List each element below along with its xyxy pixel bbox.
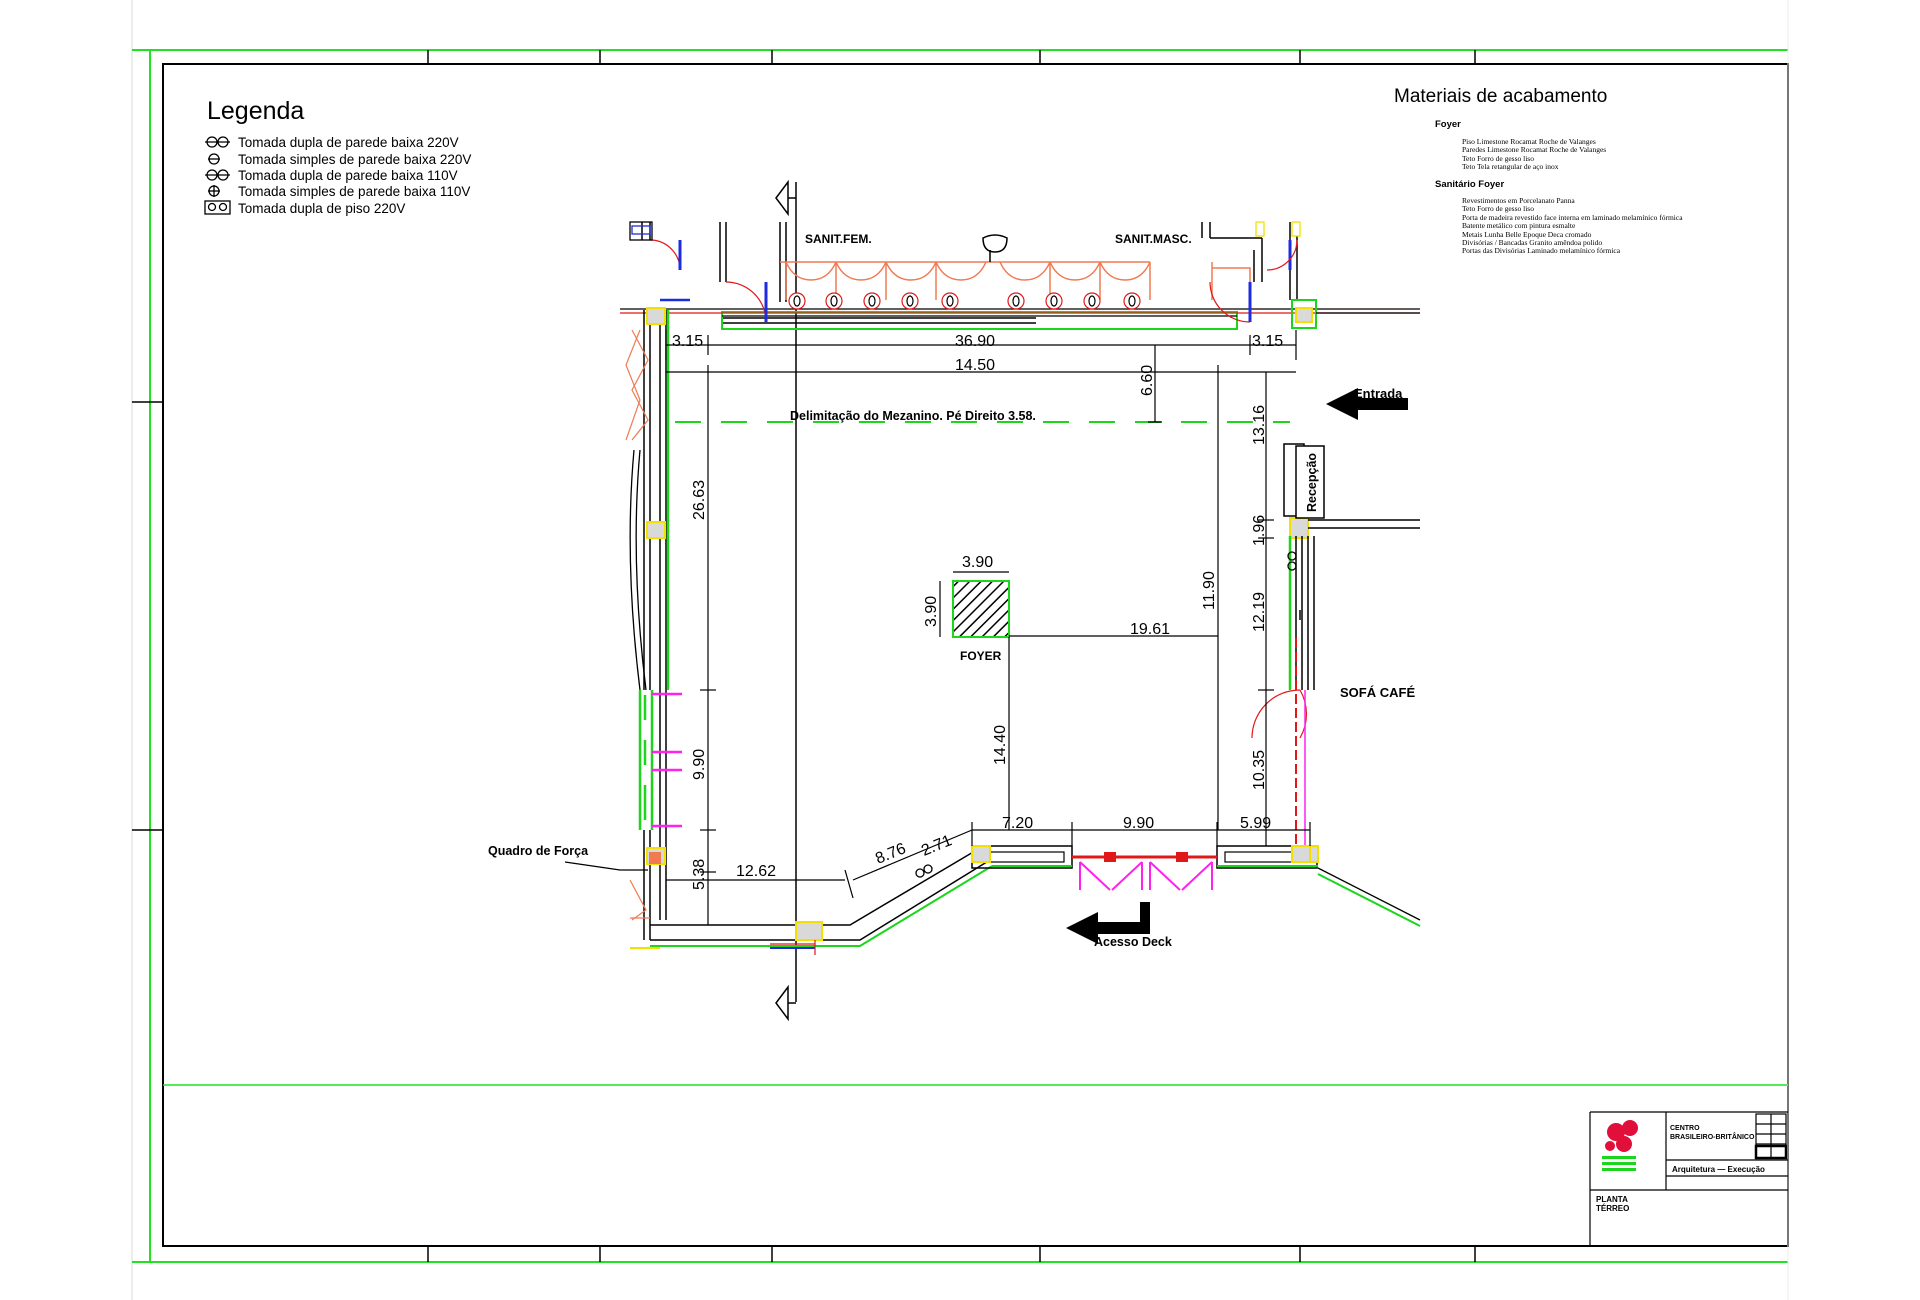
dimension-label: 9.90 xyxy=(691,749,708,780)
materials-line: Teto Forro de gesso liso xyxy=(1462,154,1534,163)
dimension-label: 3.15 xyxy=(1252,333,1283,350)
dimension-label: 26.63 xyxy=(691,480,708,520)
wall-outlet-icon xyxy=(1287,551,1297,571)
materials-line: Teto Tela retangular de aço inox xyxy=(1462,162,1559,171)
materials-line: Paredes Limestone Rocamat Roche de Valan… xyxy=(1462,145,1606,154)
materials-line: Portas das Divisórias Laminado melamínic… xyxy=(1462,246,1621,255)
double-outlet-110v-icon xyxy=(205,169,230,181)
mezzanine-label: Delimitação do Mezanino. Pé Direito 3.58… xyxy=(790,409,1036,423)
double-outlet-220v-icon xyxy=(205,136,230,148)
materials-line: Teto Forro de gesso liso xyxy=(1462,204,1534,213)
quadro-label: Quadro de Força xyxy=(488,844,589,858)
dimension-label: 12.19 xyxy=(1251,592,1268,632)
dimension-label: 3.90 xyxy=(923,596,940,627)
dimension-label: 3.90 xyxy=(962,554,993,571)
materials-line: Piso Limestone Rocamat Roche de Valanges xyxy=(1462,137,1596,146)
drawing-name: TÉRREO xyxy=(1596,1204,1629,1213)
floor-plan: SANIT.FEM. SANIT.MASC. xyxy=(488,179,1421,1022)
dimension-label: 14.50 xyxy=(955,357,995,374)
single-outlet-220v-icon xyxy=(208,153,220,165)
dimension-label: 19.61 xyxy=(1130,621,1170,638)
client-name: CENTRO xyxy=(1670,1125,1700,1132)
dimension-label: 6.60 xyxy=(1139,365,1156,396)
legend-item: Tomada simples de parede baixa 220V xyxy=(238,152,471,167)
dimension-label: 9.90 xyxy=(1123,815,1154,832)
materials-line: Divisórias / Bancadas Granito amêndoa po… xyxy=(1462,238,1602,247)
arrow-left-icon xyxy=(1066,902,1150,944)
discipline-label: Arquitetura — Execução xyxy=(1672,1165,1765,1174)
restroom-block: SANIT.FEM. SANIT.MASC. xyxy=(620,221,1420,330)
materials-heading: Sanitário Foyer xyxy=(1435,179,1504,190)
entrada-label: Entrada xyxy=(1354,386,1403,401)
dimension-label: 12.62 xyxy=(736,863,776,880)
drawing-name: PLANTA xyxy=(1596,1195,1628,1204)
materials-heading: Foyer xyxy=(1435,119,1461,130)
sink-icon xyxy=(982,234,1008,262)
floor-outlet-220v-icon xyxy=(204,200,231,215)
bottom-wall xyxy=(630,847,993,955)
single-outlet-110v-icon xyxy=(208,185,220,197)
materials-line: Revestimentos em Porcelanato Panna xyxy=(1462,196,1575,205)
dimension-label: 13.16 xyxy=(1251,405,1268,445)
central-column xyxy=(952,580,1010,638)
dimensions xyxy=(665,330,1311,925)
legend-title: Legenda xyxy=(207,97,304,125)
dimension-labels: 3.15 36.90 3.15 14.50 6.60 13.16 26.63 1… xyxy=(672,333,1283,890)
recepcao-label: Recepção xyxy=(1305,453,1319,512)
foyer-label: FOYER xyxy=(960,649,1002,663)
acesso-deck-label: Acesso Deck xyxy=(1094,935,1172,949)
dimension-label: 10.35 xyxy=(1251,750,1268,790)
materials-list: Materiais de acabamento Foyer Piso Limes… xyxy=(1394,86,1683,255)
legend-item: Tomada dupla de parede baixa 220V xyxy=(238,135,459,150)
dimension-label: 5.38 xyxy=(691,859,708,890)
materials-line: Porta de madeira revestido face interna … xyxy=(1462,213,1683,222)
legend: Legenda Tomada dupla de parede baixa 220… xyxy=(204,97,471,216)
legend-item: Tomada dupla de parede baixa 110V xyxy=(238,168,458,183)
dimension-label: 7.20 xyxy=(1002,815,1033,832)
sofa-cafe-label: SOFÁ CAFÉ xyxy=(1340,685,1415,700)
dimension-label: 36.90 xyxy=(955,333,995,350)
acesso-deck-arrow: Acesso Deck xyxy=(1066,902,1172,949)
materials-line: Batente metálico com pintura esmalte xyxy=(1462,221,1576,230)
sheet-frame xyxy=(131,0,1920,1300)
arrow-left-icon xyxy=(1326,388,1408,420)
dimension-label: 1.96 xyxy=(1251,515,1268,546)
dimension-label: 11.90 xyxy=(1201,571,1218,610)
client-name: BRASILEIRO-BRITÂNICO xyxy=(1670,1132,1755,1141)
legend-item: Tomada simples de parede baixa 110V xyxy=(238,184,470,199)
legend-item: Tomada dupla de piso 220V xyxy=(238,201,405,216)
dimension-label: 3.15 xyxy=(672,333,703,350)
left-wall xyxy=(625,307,682,940)
toilet-fixtures xyxy=(788,292,1141,310)
title-block: CENTRO BRASILEIRO-BRITÂNICO Arquitetura … xyxy=(1589,1111,1788,1246)
materials-line: Metais Lunha Belle Epoque Deca cromado xyxy=(1462,230,1592,239)
dimension-label: 5.99 xyxy=(1240,815,1271,832)
logo-icon xyxy=(1602,1120,1638,1171)
wall-outlet-icon xyxy=(915,864,933,878)
right-wall xyxy=(1251,299,1420,863)
dimension-label: 14.40 xyxy=(992,725,1009,765)
sanit-fem-label: SANIT.FEM. xyxy=(805,232,872,246)
sanit-masc-label: SANIT.MASC. xyxy=(1115,232,1192,246)
materials-title: Materiais de acabamento xyxy=(1394,86,1607,107)
entrada-arrow: Entrada xyxy=(1326,386,1408,420)
